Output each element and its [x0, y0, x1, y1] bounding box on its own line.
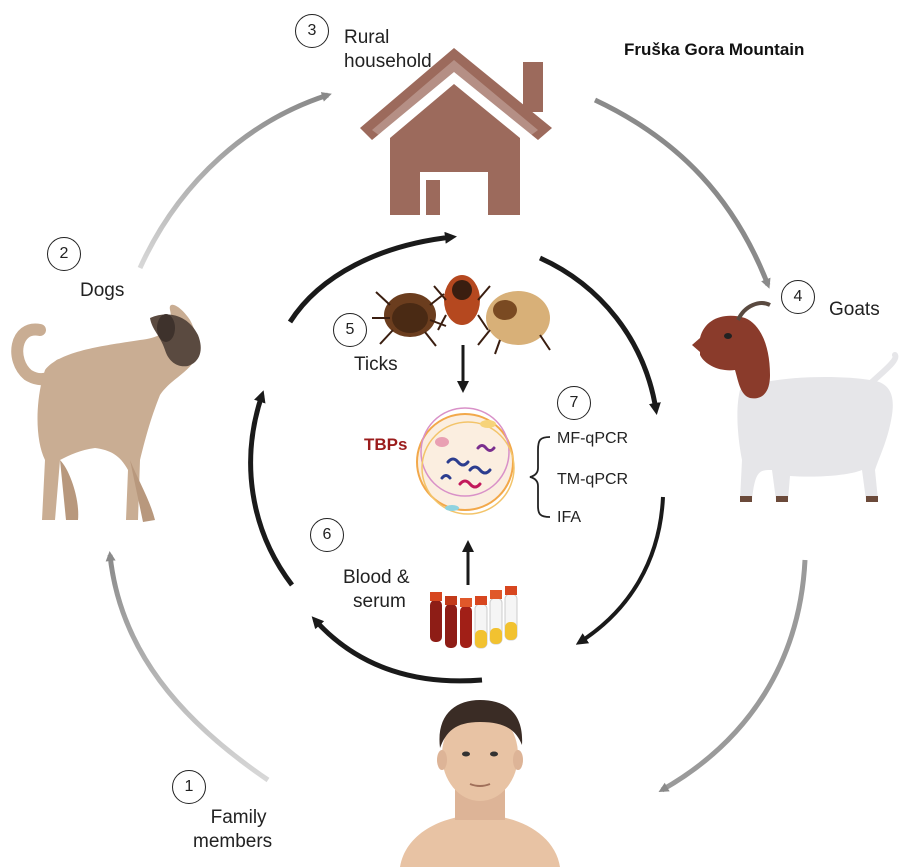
dog-illustration — [11, 304, 201, 522]
step-number-4: 4 — [781, 280, 815, 314]
arrow-family-to-dogs — [105, 551, 270, 783]
label-blood-line2: serum — [353, 590, 406, 612]
step-number-7: 7 — [557, 386, 591, 420]
label-family-members: Family members — [193, 806, 272, 854]
label-blood-serum: Blood & serum — [343, 566, 410, 614]
label-household-line1: Rural — [344, 27, 390, 48]
label-goats: Goats — [829, 299, 880, 320]
arrow-goats-to-family — [658, 559, 808, 793]
inner-arrow-bottom — [311, 616, 483, 684]
tbp-microbe-illustration — [416, 407, 515, 515]
arrow-household-to-goats — [593, 97, 771, 289]
blood-tubes-illustration — [430, 586, 518, 649]
label-household-line2: household — [344, 50, 432, 72]
methods-brace — [529, 436, 551, 518]
ticks-illustration — [372, 275, 551, 355]
step-number-6: 6 — [310, 518, 344, 552]
house-door — [440, 172, 488, 215]
step-number-1: 1 — [172, 770, 206, 804]
diagram-title: Fruška Gora Mountain — [624, 40, 805, 59]
label-dogs: Dogs — [80, 280, 125, 301]
label-blood-line1: Blood & — [343, 567, 410, 588]
method-ifa: IFA — [557, 509, 582, 526]
method-mf-qpcr: MF-qPCR — [557, 430, 629, 447]
label-rural-household: Rural household — [344, 26, 432, 74]
inner-arrow-right-down — [538, 255, 661, 415]
inner-arrow-top — [287, 231, 457, 324]
step-number-5: 5 — [333, 313, 367, 347]
tbps-label: TBPs — [364, 435, 408, 454]
goat-illustration — [692, 301, 899, 502]
family-member-illustration — [400, 700, 560, 867]
house-roof-outline — [372, 60, 538, 136]
step-number-2: 2 — [47, 237, 81, 271]
inner-arrow-left-up — [248, 390, 294, 587]
label-family-line2: members — [193, 830, 273, 852]
method-tm-qpcr: TM-qPCR — [557, 471, 629, 488]
step-number-3: 3 — [295, 14, 329, 48]
label-family-line1: Family — [210, 807, 267, 828]
arrow-dogs-to-household — [137, 92, 332, 270]
inner-arrow-right-lower — [575, 496, 665, 645]
label-ticks: Ticks — [354, 354, 398, 375]
